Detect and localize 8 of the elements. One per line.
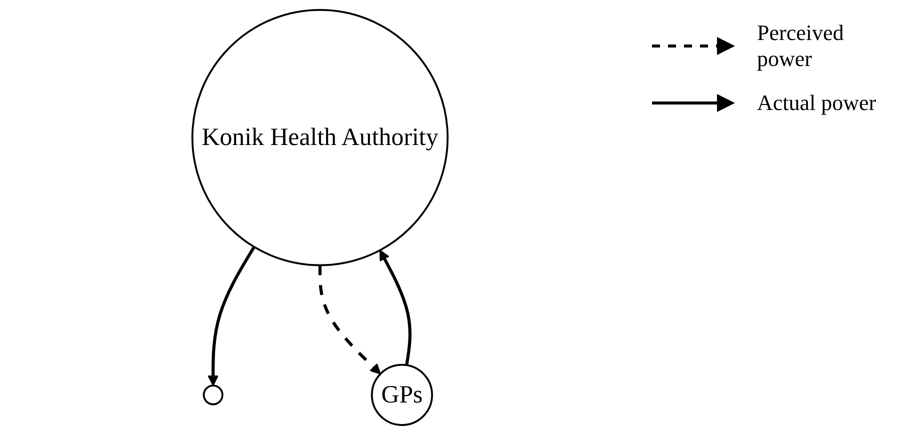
arrow [379, 250, 412, 366]
node-circle: Konik Health Authority [191, 9, 449, 266]
arrow [318, 265, 381, 374]
legend-text: Actual power [757, 90, 877, 116]
node-circle: GPs [370, 364, 434, 426]
legend-text: Perceived power [757, 20, 845, 72]
arrow [208, 246, 256, 386]
node-circle [202, 384, 224, 406]
